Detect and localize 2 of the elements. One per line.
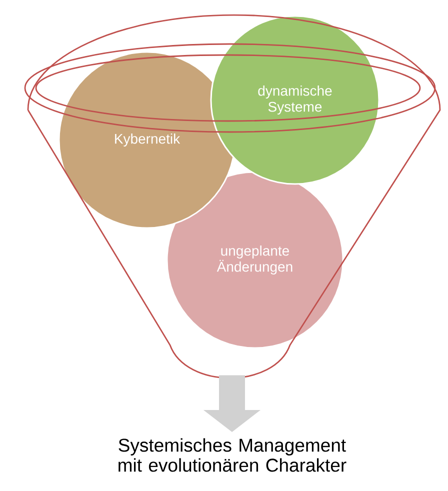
funnel-drawing [24, 14, 441, 379]
result-text: Systemisches Management mit evolutionären Charakter [118, 438, 346, 472]
